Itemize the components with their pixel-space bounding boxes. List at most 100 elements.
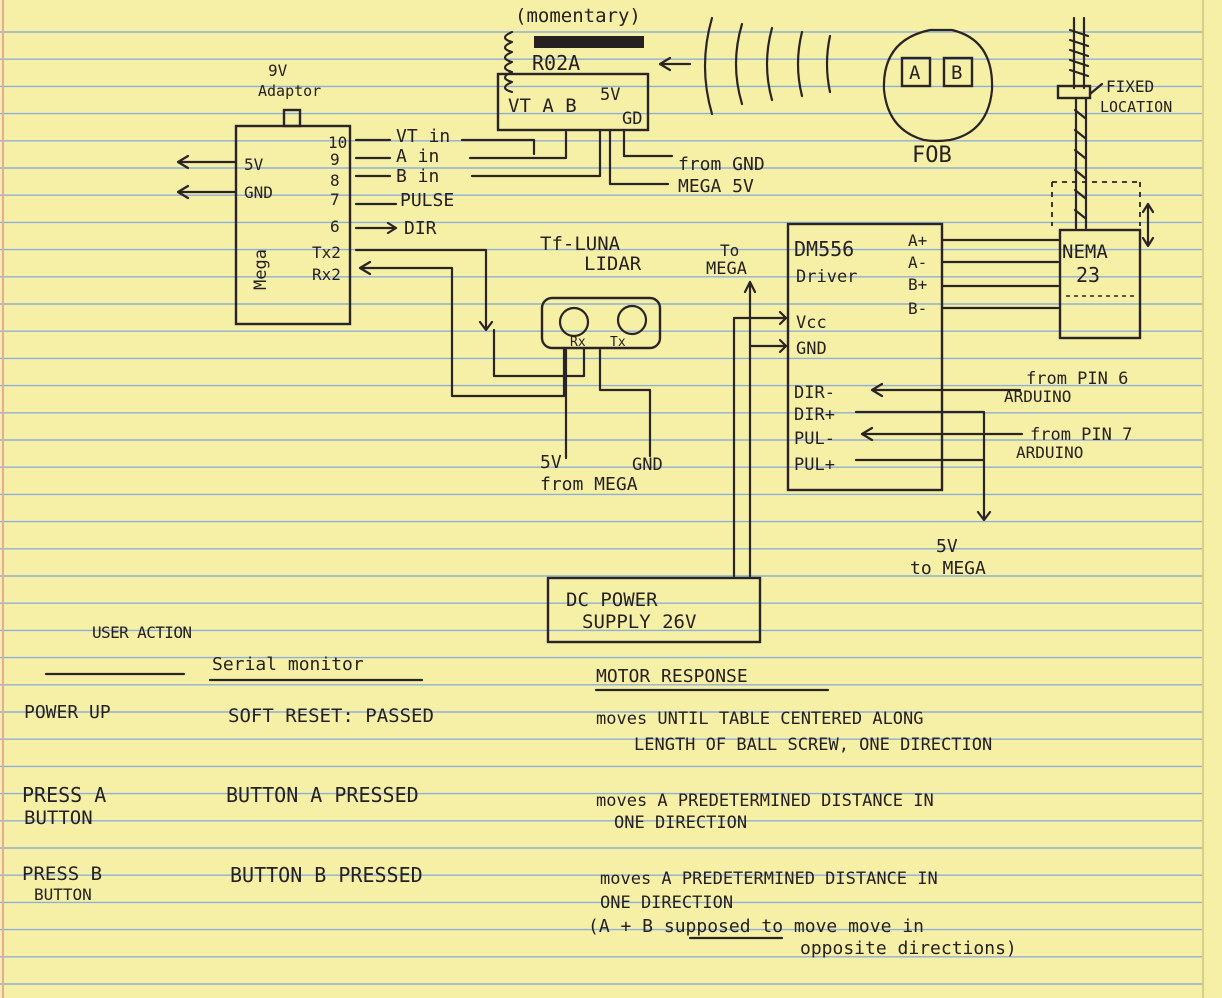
mega-5v-pin: 5V [244, 155, 264, 174]
mega-pin-9: 9 [330, 150, 340, 169]
to-label: To [720, 241, 739, 260]
driver-5v-label: 5V [936, 536, 958, 557]
header-serial-monitor: Serial monitor [212, 654, 364, 675]
screw-thread [1068, 28, 1090, 78]
driver-power-wiring [732, 280, 788, 578]
stepper-motor: NEMA 23 [1058, 228, 1142, 340]
header-user-action: USER ACTION [92, 623, 192, 642]
mega-5v-label: MEGA 5V [678, 176, 754, 197]
mega-gnd-pin: GND [244, 183, 273, 202]
adapter-label: Adaptor [258, 82, 321, 100]
mega-pin-10: 10 [328, 133, 347, 152]
fob-button-b-label: B [951, 62, 962, 84]
stepper-driver: DM556 Driver A+ A- B+ B- Vcc GND DIR- DI… [706, 222, 1132, 579]
antenna-coil [503, 30, 514, 94]
driver-box [786, 222, 944, 492]
fob-button-b [942, 56, 974, 88]
lidar-module: Tf-LUNA LIDAR Rx Tx 5V GND from MEGA [354, 233, 663, 495]
row2-action: PRESS A [22, 783, 106, 807]
carriage-dashed [1051, 181, 1141, 226]
mega-pin-7: 7 [330, 190, 340, 209]
power-line1: DC POWER [566, 589, 658, 611]
fixed-label: FIXED [1106, 77, 1154, 96]
lidar-5v-label: 5V [540, 452, 562, 473]
lidar-title: Tf-LUNA [540, 233, 621, 255]
mega-name-label: Mega [251, 249, 271, 290]
row2-action2: BUTTON [24, 807, 93, 829]
signal-dir: DIR [404, 218, 437, 239]
power-supply-box [546, 576, 762, 644]
driver-dir-minus: DIR- [794, 383, 835, 403]
row1-serial: SOFT RESET: PASSED [228, 705, 434, 727]
nema-size-label: 23 [1076, 263, 1100, 287]
nema-label: NEMA [1062, 241, 1108, 263]
row2-response2: ONE DIRECTION [614, 813, 747, 833]
receiver-box [496, 72, 650, 132]
lidar-subtitle: LIDAR [584, 253, 642, 275]
screw-top [1072, 16, 1086, 90]
power-line2: SUPPLY 26V [582, 611, 696, 633]
note-line1: (A + B supposed to move move in [588, 916, 924, 937]
ball-screw-actuator: FIXED LOCATION [1051, 16, 1172, 248]
mega-signal-arrows [354, 138, 398, 235]
fob-button-a [900, 56, 932, 88]
mega-power-arrows [176, 154, 238, 200]
driver-a-plus: A+ [908, 231, 927, 250]
row3-action: PRESS B [22, 863, 102, 885]
driver-a-minus: A- [908, 253, 927, 272]
receiver-pins-label: VT A B [508, 95, 577, 117]
row3-serial: BUTTON B PRESSED [230, 863, 423, 887]
signal-vt-in: VT in [396, 126, 450, 147]
scribble-bar [534, 36, 644, 48]
lidar-lens-left [558, 306, 590, 338]
mega-box [234, 124, 352, 326]
mega-pin-6: 6 [330, 217, 340, 236]
driver-pul-plus: PUL+ [794, 455, 835, 475]
mega-pin-tx2: Tx2 [312, 243, 341, 262]
pin7-arduino-label: ARDUINO [1016, 443, 1083, 462]
driver-pul-minus: PUL- [794, 429, 835, 449]
lidar-tx-label: Tx [610, 335, 626, 350]
row3-action2: BUTTON [34, 885, 92, 904]
driver-b-plus: B+ [908, 275, 927, 294]
row1-action: POWER UP [24, 702, 111, 723]
fob: A B FOB [882, 28, 994, 168]
lidar-from-mega-label: from MEGA [540, 474, 638, 495]
row1-response: moves UNTIL TABLE CENTERED ALONG [596, 709, 924, 729]
driver-subtitle: Driver [796, 267, 857, 287]
lidar-lens-right [616, 304, 648, 336]
receiver-5v-label: 5V [600, 85, 620, 105]
row2-response: moves A PREDETERMINED DISTANCE IN [596, 791, 934, 811]
row1-response2: LENGTH OF BALL SCREW, ONE DIRECTION [634, 735, 992, 755]
from-pin7-label: from PIN 7 [1030, 425, 1132, 445]
receiver-to-mega-wires [460, 128, 674, 186]
signal-arrow-icon [658, 56, 692, 72]
nema-box [1058, 228, 1142, 340]
driver-gnd: GND [796, 339, 827, 359]
row3-response2: ONE DIRECTION [600, 893, 733, 913]
radio-waves-icon [703, 16, 832, 116]
header-motor-response: MOTOR RESPONSE [596, 666, 748, 687]
lidar-wiring [354, 248, 652, 460]
fixed-bracket [1056, 84, 1092, 100]
fob-label: FOB [912, 143, 952, 168]
power-supply: DC POWER SUPPLY 26V [546, 576, 762, 644]
mega-pin-rx2: Rx2 [312, 265, 341, 284]
from-pin6-label: from PIN 6 [1026, 369, 1128, 389]
driver-control-wiring [854, 382, 1024, 522]
driver-name: DM556 [794, 237, 854, 261]
results-table: USER ACTION Serial monitor MOTOR RESPONS… [22, 623, 1017, 959]
mega-pin-8: 8 [330, 171, 340, 190]
driver-dir-plus: DIR+ [794, 405, 835, 425]
receiver-gnd-label: GD [622, 109, 642, 129]
driver-motor-wires [940, 238, 1060, 310]
fob-button-a-label: A [909, 62, 921, 84]
lidar-box [540, 296, 662, 350]
signal-a-in: A in [396, 146, 439, 167]
note-line2: opposite directions) [800, 938, 1017, 959]
momentary-note: (momentary) [515, 5, 641, 27]
to-mega-label: MEGA [706, 259, 747, 279]
lidar-gnd-label: GND [632, 455, 663, 475]
pin6-arduino-label: ARDUINO [1004, 387, 1071, 406]
